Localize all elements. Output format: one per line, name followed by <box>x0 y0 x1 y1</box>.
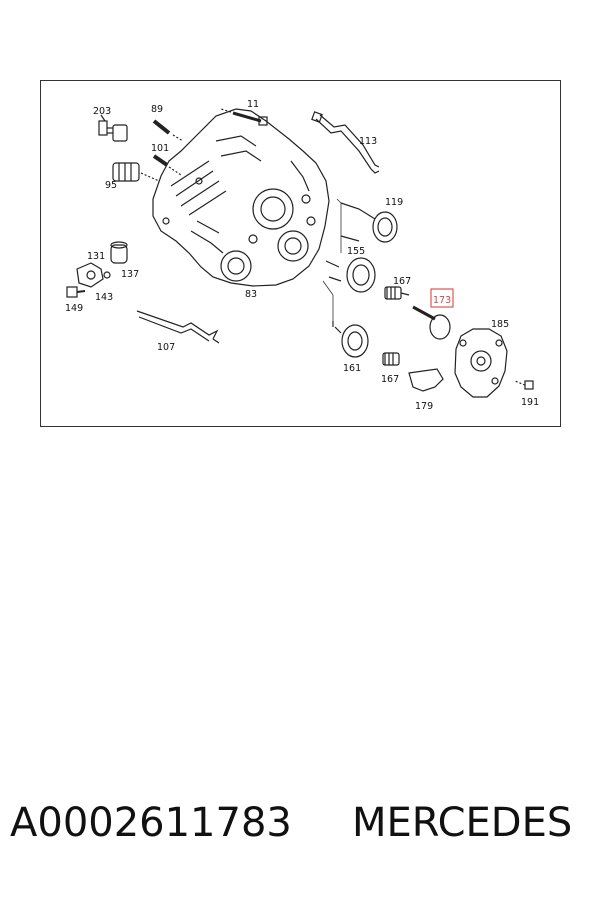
label-191: 191 <box>521 397 539 408</box>
label-161: 161 <box>343 363 361 374</box>
part-83-gearbox-housing <box>152 108 330 287</box>
label-143: 143 <box>95 292 113 303</box>
part-107-shift-rod <box>136 310 220 344</box>
part-149-bolt <box>66 286 86 298</box>
part-203-sensor <box>98 114 128 142</box>
label-83: 83 <box>245 289 257 300</box>
label-119: 119 <box>385 197 403 208</box>
part-137-sleeve <box>110 241 128 264</box>
label-203: 203 <box>93 106 111 117</box>
exploded-parts-diagram: 203 89 11 113 101 95 119 155 131 137 143… <box>40 80 561 427</box>
label-101: 101 <box>151 143 169 154</box>
label-155: 155 <box>347 246 365 257</box>
highlight-box-173 <box>430 288 454 308</box>
label-131: 131 <box>87 251 105 262</box>
label-173: 173 <box>433 295 451 306</box>
part-191-bolt <box>514 380 534 390</box>
label-95: 95 <box>105 180 117 191</box>
part-155-bearing <box>325 257 376 293</box>
part-labels: 203 89 11 113 101 95 119 155 131 137 143… <box>65 99 539 412</box>
part-173-shaft <box>412 305 451 340</box>
part-167-plug-upper <box>384 286 410 300</box>
part-101-pin <box>152 154 182 176</box>
label-107: 107 <box>157 342 175 353</box>
leader-lines <box>322 198 342 327</box>
brand-name: MERCEDES <box>352 800 573 846</box>
label-179: 179 <box>415 401 433 412</box>
part-179-clip <box>408 368 444 392</box>
label-89: 89 <box>151 104 163 115</box>
part-89-pin <box>152 119 184 142</box>
diagram-svg: 203 89 11 113 101 95 119 155 131 137 143… <box>65 99 539 412</box>
part-119-seal <box>340 202 398 243</box>
part-167-plug-lower <box>382 352 400 366</box>
part-number: A0002611783 <box>10 800 292 846</box>
part-131-plate <box>76 262 104 288</box>
product-caption: A0002611783 MERCEDES <box>0 800 600 864</box>
part-185-cover <box>454 328 508 398</box>
label-149: 149 <box>65 303 83 314</box>
label-167-lower: 167 <box>381 374 399 385</box>
part-113-bracket <box>311 111 380 174</box>
label-167-upper: 167 <box>393 276 411 287</box>
label-185: 185 <box>491 319 509 330</box>
label-113: 113 <box>359 136 377 147</box>
part-161-bearing <box>332 321 369 358</box>
label-137: 137 <box>121 269 139 280</box>
part-95-needle-bearing <box>112 162 160 182</box>
part-143-washer <box>103 271 111 279</box>
label-11: 11 <box>247 99 259 110</box>
